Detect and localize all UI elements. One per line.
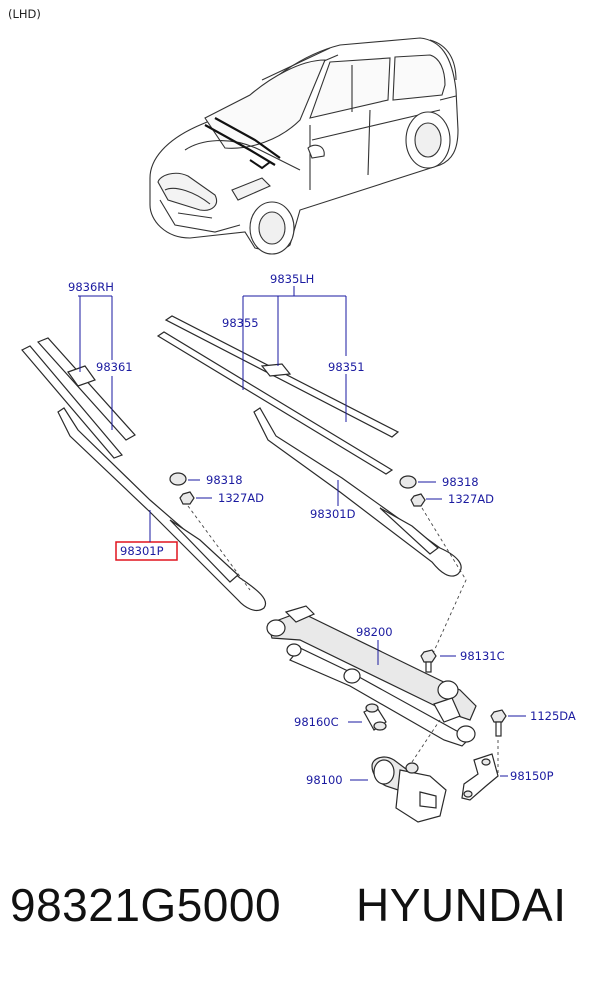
label-98301p: 98301P xyxy=(120,544,164,558)
brand-name: HYUNDAI xyxy=(356,879,567,931)
bolt-1125da xyxy=(490,709,507,737)
linkage-98200 xyxy=(266,605,477,747)
label-9836rh: 9836RH xyxy=(68,280,114,294)
cap-98318-left xyxy=(169,472,187,486)
blade-9836rh xyxy=(21,337,136,459)
label-1327ad-left: 1327AD xyxy=(218,491,264,505)
lhd-label: (LHD) xyxy=(8,7,41,21)
bracket-98150p xyxy=(461,753,499,801)
bushing-98160c xyxy=(363,703,387,731)
label-1125da: 1125DA xyxy=(530,709,576,723)
label-98131c: 98131C xyxy=(460,649,505,663)
label-98351: 98351 xyxy=(328,360,365,374)
label-98301d: 98301D xyxy=(310,507,356,521)
label-98355: 98355 xyxy=(222,316,259,330)
blade-9835lh xyxy=(156,315,400,475)
label-98361: 98361 xyxy=(96,360,133,374)
arm-98301d xyxy=(253,407,462,577)
exploded-parts-diagram: (LHD) xyxy=(8,7,576,823)
nut-1327ad-left xyxy=(179,491,195,505)
label-98160c: 98160C xyxy=(294,715,339,729)
arm-98301p xyxy=(57,407,267,612)
label-98318-left: 98318 xyxy=(206,473,243,487)
motor-98100 xyxy=(371,756,447,823)
label-1327ad-right: 1327AD xyxy=(448,492,494,506)
label-98100: 98100 xyxy=(306,773,343,787)
car-illustration xyxy=(149,37,459,255)
label-9835lh: 9835LH xyxy=(270,272,314,286)
label-98150p: 98150P xyxy=(510,769,554,783)
cap-98318-right xyxy=(399,475,417,489)
label-98318-right: 98318 xyxy=(442,475,479,489)
part-number: 98321G5000 xyxy=(10,879,282,931)
nut-1327ad-right xyxy=(410,493,426,507)
bolt-98131c xyxy=(420,649,437,673)
label-98200: 98200 xyxy=(356,625,393,639)
highlight-98301p xyxy=(115,541,178,561)
